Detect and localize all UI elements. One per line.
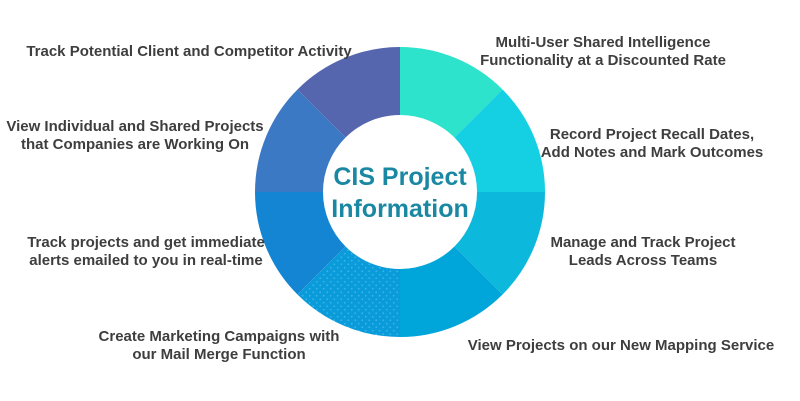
donut-segment-real-time-alerts <box>255 192 346 295</box>
label-real-time-alerts: Track projects and get immediate alerts … <box>27 234 265 269</box>
center-title-line2: Information <box>331 195 469 223</box>
label-track-competitor-activity: Track Potential Client and Competitor Ac… <box>26 43 352 60</box>
label-view-shared-projects: View Individual and Shared Projects that… <box>6 118 264 153</box>
donut-segment-view-shared-projects <box>255 89 346 192</box>
label-mapping-service: View Projects on our New Mapping Service <box>467 337 775 354</box>
donut-segment-manage-track-leads <box>454 192 545 295</box>
donut-segment-track-competitor-activity <box>297 47 400 138</box>
center-title-line1: CIS Project <box>333 163 467 191</box>
label-manage-track-leads: Manage and Track Project Leads Across Te… <box>550 234 736 269</box>
donut-segment-mail-merge-campaigns <box>297 246 400 337</box>
donut-segment-multi-user-shared-intelligence <box>400 47 503 138</box>
donut-center-title: CIS Project Information <box>331 161 469 225</box>
label-multi-user-intelligence: Multi-User Shared Intelligence Functiona… <box>480 34 726 69</box>
label-mail-merge-campaigns: Create Marketing Campaigns with our Mail… <box>98 328 340 363</box>
donut-segment-record-recall-dates <box>454 89 545 192</box>
donut-segments-group <box>255 47 545 337</box>
donut-segment-mapping-service <box>400 246 503 337</box>
label-record-recall-dates: Record Project Recall Dates, Add Notes a… <box>540 126 764 161</box>
